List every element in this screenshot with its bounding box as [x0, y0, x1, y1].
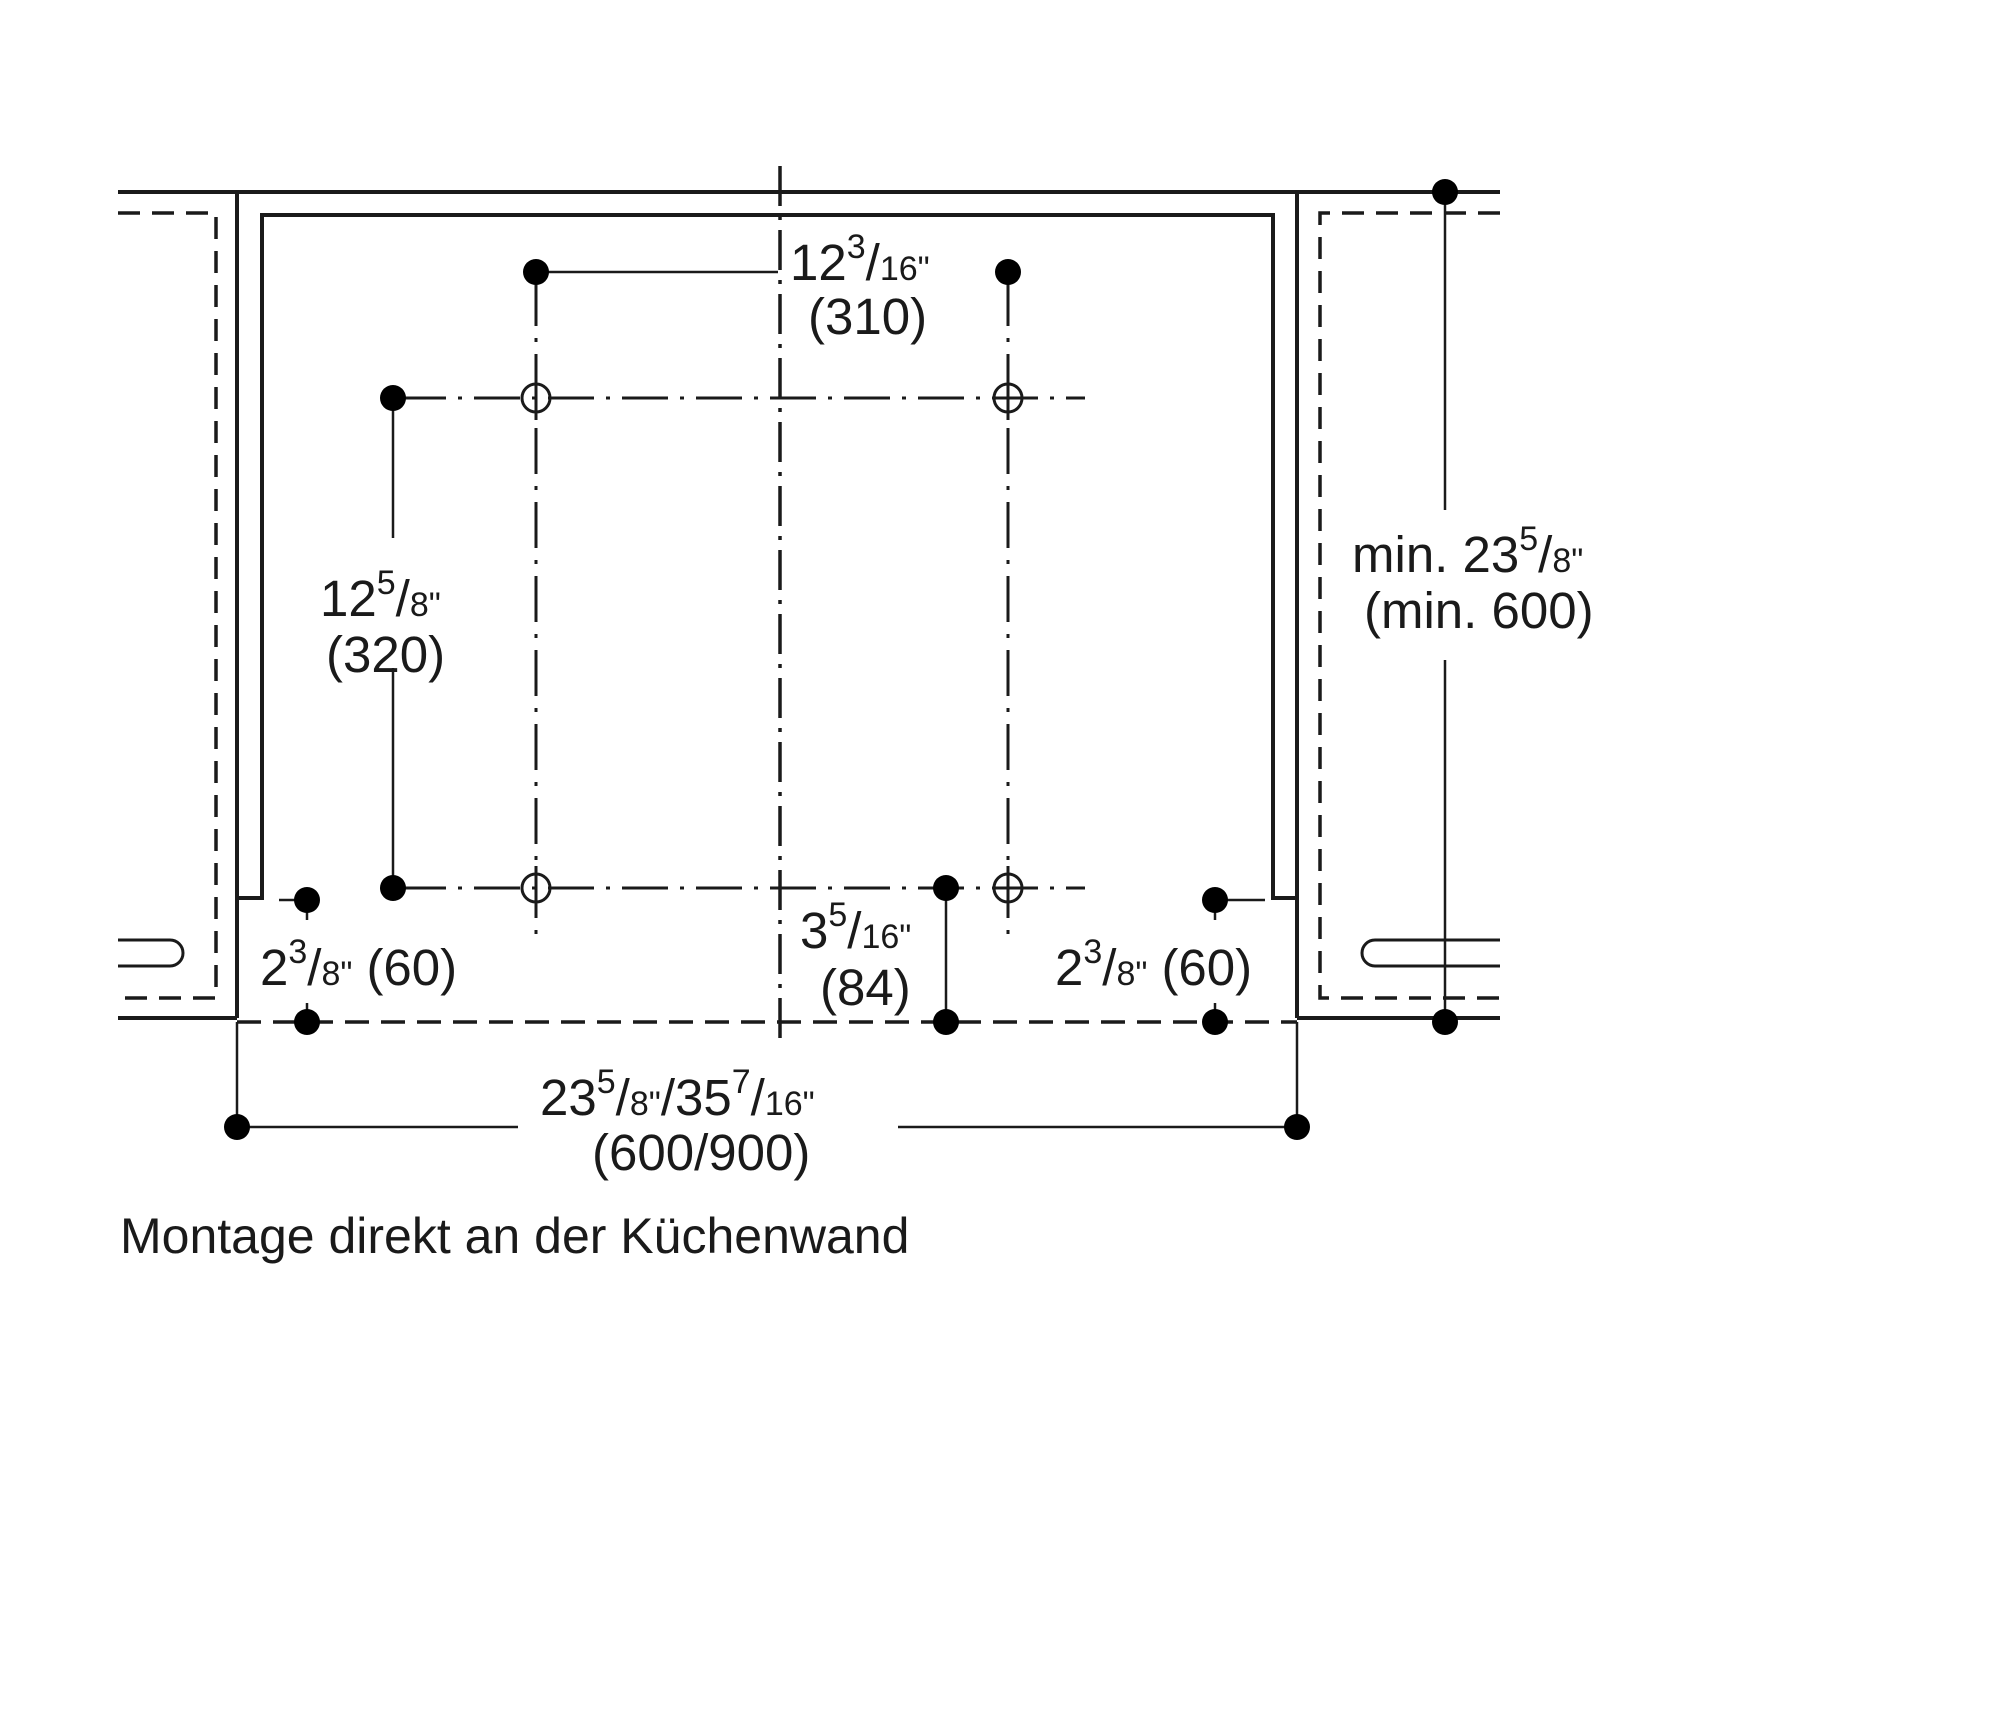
dim-metric: (84) — [820, 959, 911, 1016]
dimension-point — [933, 1009, 959, 1035]
dimension-points — [224, 179, 1458, 1140]
left-cabinet — [118, 211, 218, 1000]
wall-outline — [118, 190, 1500, 1020]
dim-metric: (min. 600) — [1364, 582, 1594, 639]
dim-label-hole-spacing-vertical: 125/8" (320) — [320, 564, 445, 683]
dimension-point — [294, 887, 320, 913]
dim-imperial: 23/8"(60) — [1055, 933, 1252, 996]
mounting-hole-icon — [992, 376, 1024, 420]
dim-label-min-height: min. 235/8" (min. 600) — [1352, 520, 1594, 639]
dim-metric: (310) — [808, 288, 927, 345]
dimension-point — [224, 1114, 250, 1140]
dimension-point — [1202, 1009, 1228, 1035]
dim-imperial: 125/8" — [320, 564, 441, 627]
dimension-point — [995, 259, 1021, 285]
appliance-outline — [237, 213, 1297, 900]
dim-label-hole-spacing-horizontal: 123/16" (310) — [790, 228, 930, 345]
dim-label-overall-width: 235/8"/357/16" (600/900) — [540, 1063, 815, 1181]
dimension-point — [1202, 887, 1228, 913]
dim-imperial: 123/16" — [790, 228, 930, 291]
dim-label-lower-hole-offset: 35/16" (84) — [800, 896, 911, 1016]
dimension-point — [380, 875, 406, 901]
dim-label-left-offset: 23/8"(60) — [260, 933, 457, 996]
dimension-point — [1284, 1114, 1310, 1140]
hole-axis-lines — [400, 280, 1085, 945]
mounting-hole-icon — [992, 866, 1024, 910]
dimension-point — [933, 875, 959, 901]
dim-imperial: 235/8"/357/16" — [540, 1063, 815, 1126]
dimension-point — [523, 259, 549, 285]
dim-imperial: 35/16" — [800, 896, 911, 959]
mounting-holes — [520, 376, 1024, 910]
dimension-lines — [235, 192, 1447, 1129]
dim-metric: (320) — [326, 626, 445, 683]
dim-imperial: min. 235/8" — [1352, 520, 1583, 583]
right-handle — [1360, 938, 1500, 968]
dim-label-right-offset: 23/8"(60) — [1055, 933, 1252, 996]
left-handle — [118, 938, 185, 968]
mounting-hole-icon — [520, 866, 552, 910]
dimension-point — [1432, 179, 1458, 205]
dim-imperial: 23/8"(60) — [260, 933, 457, 996]
right-cabinet — [1318, 211, 1500, 1000]
dimension-point — [1432, 1009, 1458, 1035]
dimension-point — [294, 1009, 320, 1035]
figure-caption: Montage direkt an der Küchenwand — [120, 1208, 909, 1264]
mounting-hole-icon — [520, 376, 552, 420]
dimension-point — [380, 385, 406, 411]
dim-metric: (600/900) — [592, 1124, 810, 1181]
